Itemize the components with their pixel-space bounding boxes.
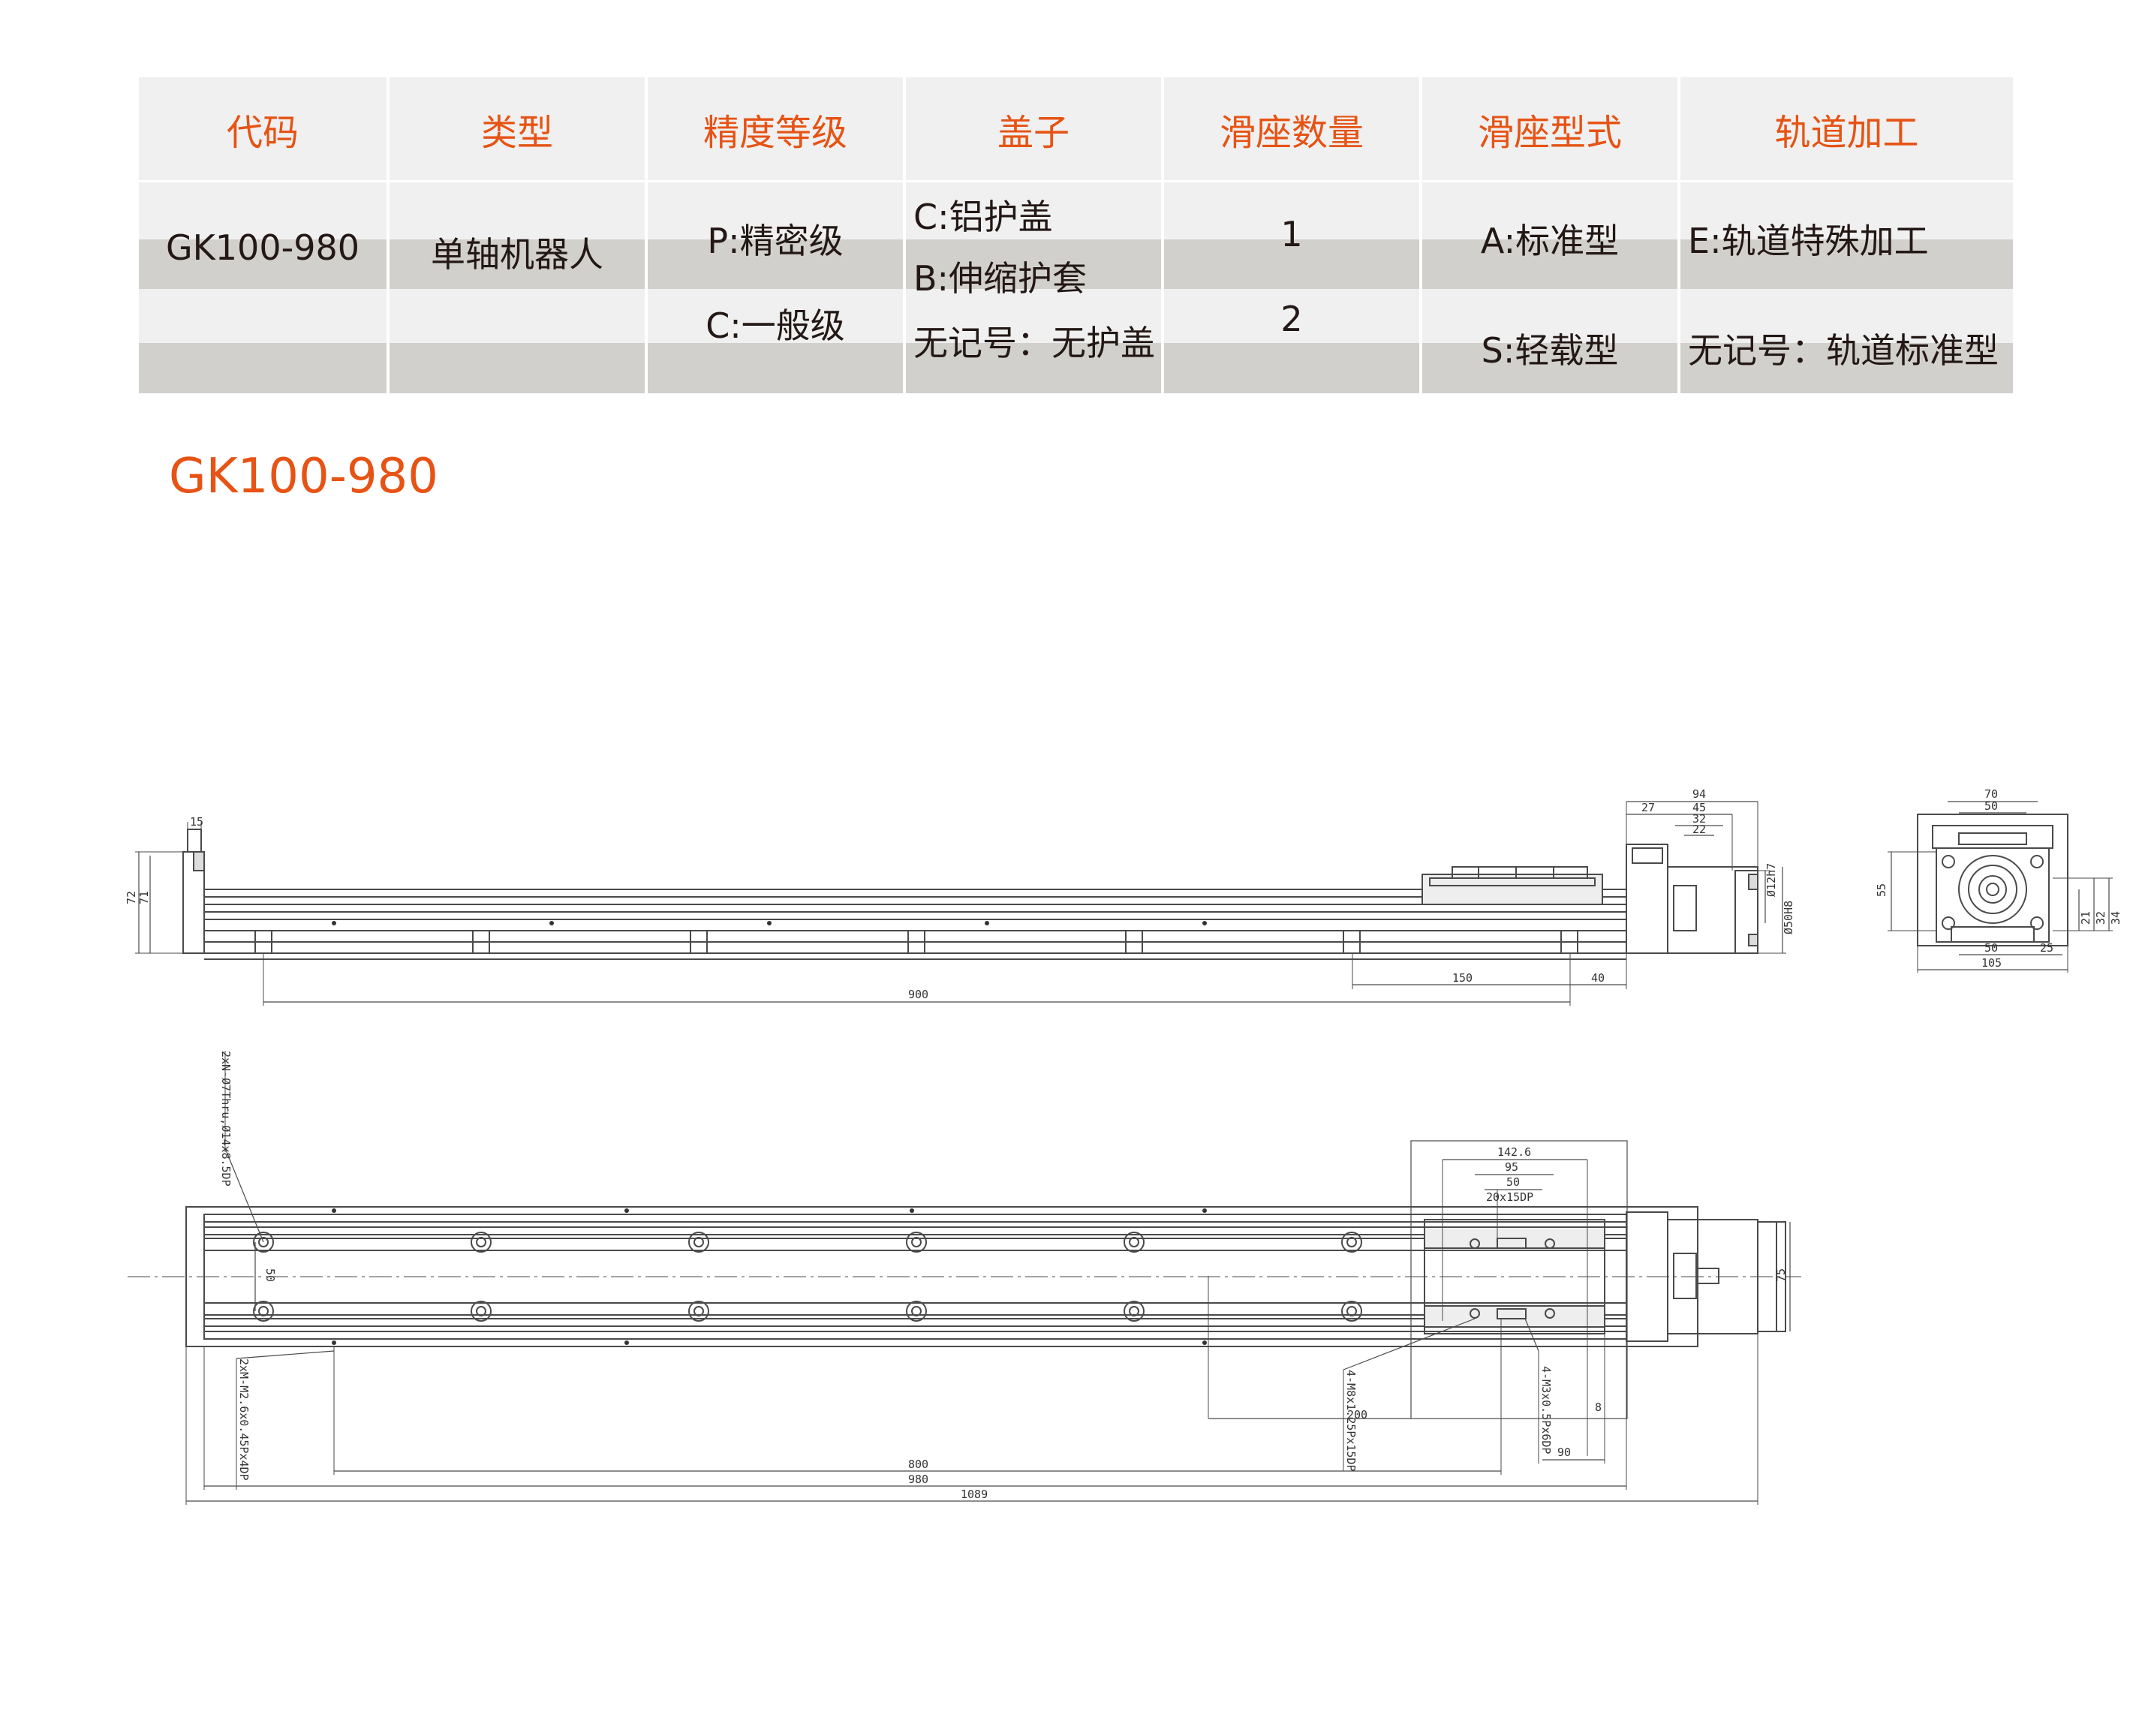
- end-dim-105: 105: [1981, 956, 2002, 970]
- top-tap-note: 2xM-M2.6x0.45Px4DP: [237, 1358, 251, 1481]
- col-cover: 盖子 C:铝护盖 B:伸缩护套 无记号：无护盖: [906, 77, 1161, 393]
- top-dim-1089: 1089: [961, 1488, 988, 1501]
- end-dim-32: 32: [2094, 911, 2107, 925]
- end-dim-21: 21: [2079, 911, 2092, 925]
- end-dim-50-top: 50: [1984, 799, 1998, 813]
- col-code: 代码 GK100-980: [139, 77, 387, 393]
- top-dim-95: 95: [1505, 1160, 1518, 1174]
- end-dim-50-bottom: 50: [1984, 941, 1998, 955]
- end-dim-55: 55: [1875, 883, 1888, 897]
- top-dim-980: 980: [908, 1473, 928, 1486]
- end-dim-25: 25: [2040, 941, 2053, 955]
- top-dim-90: 90: [1557, 1446, 1571, 1459]
- side-dim-900: 900: [908, 988, 928, 1001]
- top-dim-50: 50: [263, 1268, 277, 1282]
- side-dim-71: 71: [137, 891, 151, 904]
- col-precision: 精度等级 P:精密级 C:一般级: [648, 77, 903, 393]
- cell-type: 单轴机器人: [431, 234, 603, 275]
- end-dim-70: 70: [1984, 787, 1998, 801]
- side-dim-32: 32: [1692, 812, 1706, 826]
- cell-slider-count-2: 2: [1280, 299, 1303, 339]
- side-dim-72: 72: [125, 891, 138, 904]
- cell-cover-c: C:铝护盖: [913, 197, 1053, 237]
- header-slider-count: 滑座数量: [1164, 77, 1419, 180]
- top-dim-200: 200: [1347, 1408, 1367, 1422]
- top-dim-8: 8: [1595, 1401, 1602, 1414]
- cell-precision-p: P:精密级: [707, 221, 844, 261]
- side-dim-150: 150: [1452, 971, 1473, 985]
- side-dim-15: 15: [190, 815, 203, 829]
- cell-rail-standard: 无记号：轨道标准型: [1688, 330, 1999, 371]
- top-dim-75: 75: [1774, 1268, 1788, 1282]
- cell-precision-c: C:一般级: [705, 305, 845, 346]
- col-slider-count: 滑座数量 1 2: [1164, 77, 1419, 393]
- header-rail-processing: 轨道加工: [1680, 77, 2013, 180]
- cell-rail-e: E:轨道特殊加工: [1688, 221, 1929, 261]
- col-slider-type: 滑座型式 A:标准型 S:轻载型: [1422, 77, 1677, 393]
- top-view: [128, 1051, 1801, 1505]
- header-type: 类型: [390, 77, 645, 180]
- side-dim-45: 45: [1692, 801, 1706, 814]
- side-dim-d12: Ø12h7: [1764, 863, 1778, 897]
- top-dim-142-6: 142.6: [1497, 1145, 1531, 1159]
- cell-cover-none: 无记号：无护盖: [913, 323, 1155, 363]
- header-code: 代码: [139, 77, 387, 180]
- end-view: [1888, 801, 2113, 973]
- side-dim-94: 94: [1692, 787, 1706, 801]
- header-cover: 盖子: [906, 77, 1161, 180]
- top-hole-note: 2xN-Ø7Thru,Ø14x8.5DP: [219, 1051, 233, 1187]
- cell-cover-b: B:伸缩护套: [913, 258, 1088, 299]
- top-slider-tap-1: 4-M8x1.25Px15DP: [1344, 1370, 1358, 1471]
- side-dim-22: 22: [1692, 823, 1706, 836]
- side-dim-27: 27: [1641, 801, 1655, 814]
- header-precision: 精度等级: [648, 77, 903, 180]
- top-dim-800: 800: [908, 1458, 928, 1471]
- cell-code: GK100-980: [165, 227, 360, 268]
- top-slider-tap-2: 4-M3x0.5Px6DP: [1539, 1366, 1553, 1454]
- col-rail-processing: 轨道加工 E:轨道特殊加工 无记号：轨道标准型: [1680, 77, 2013, 393]
- top-dim-50b: 50: [1506, 1175, 1520, 1189]
- end-dim-34: 34: [2109, 911, 2122, 925]
- cell-slider-type-s: S:轻载型: [1481, 330, 1619, 371]
- code-table: 代码 GK100-980 类型 单轴机器人 精度等级 P:精密级 C:一般级 盖…: [139, 77, 2013, 393]
- side-dim-d50: Ø50H8: [1782, 901, 1795, 934]
- model-title: GK100-980: [169, 449, 438, 504]
- cell-slider-count-1: 1: [1280, 214, 1303, 254]
- side-dim-40: 40: [1591, 971, 1605, 985]
- cell-slider-type-a: A:标准型: [1480, 221, 1620, 261]
- top-dim-20x15: 20x15DP: [1486, 1190, 1533, 1204]
- header-slider-type: 滑座型式: [1422, 77, 1677, 180]
- side-view: [135, 801, 1786, 1006]
- col-type: 类型 单轴机器人: [390, 77, 645, 393]
